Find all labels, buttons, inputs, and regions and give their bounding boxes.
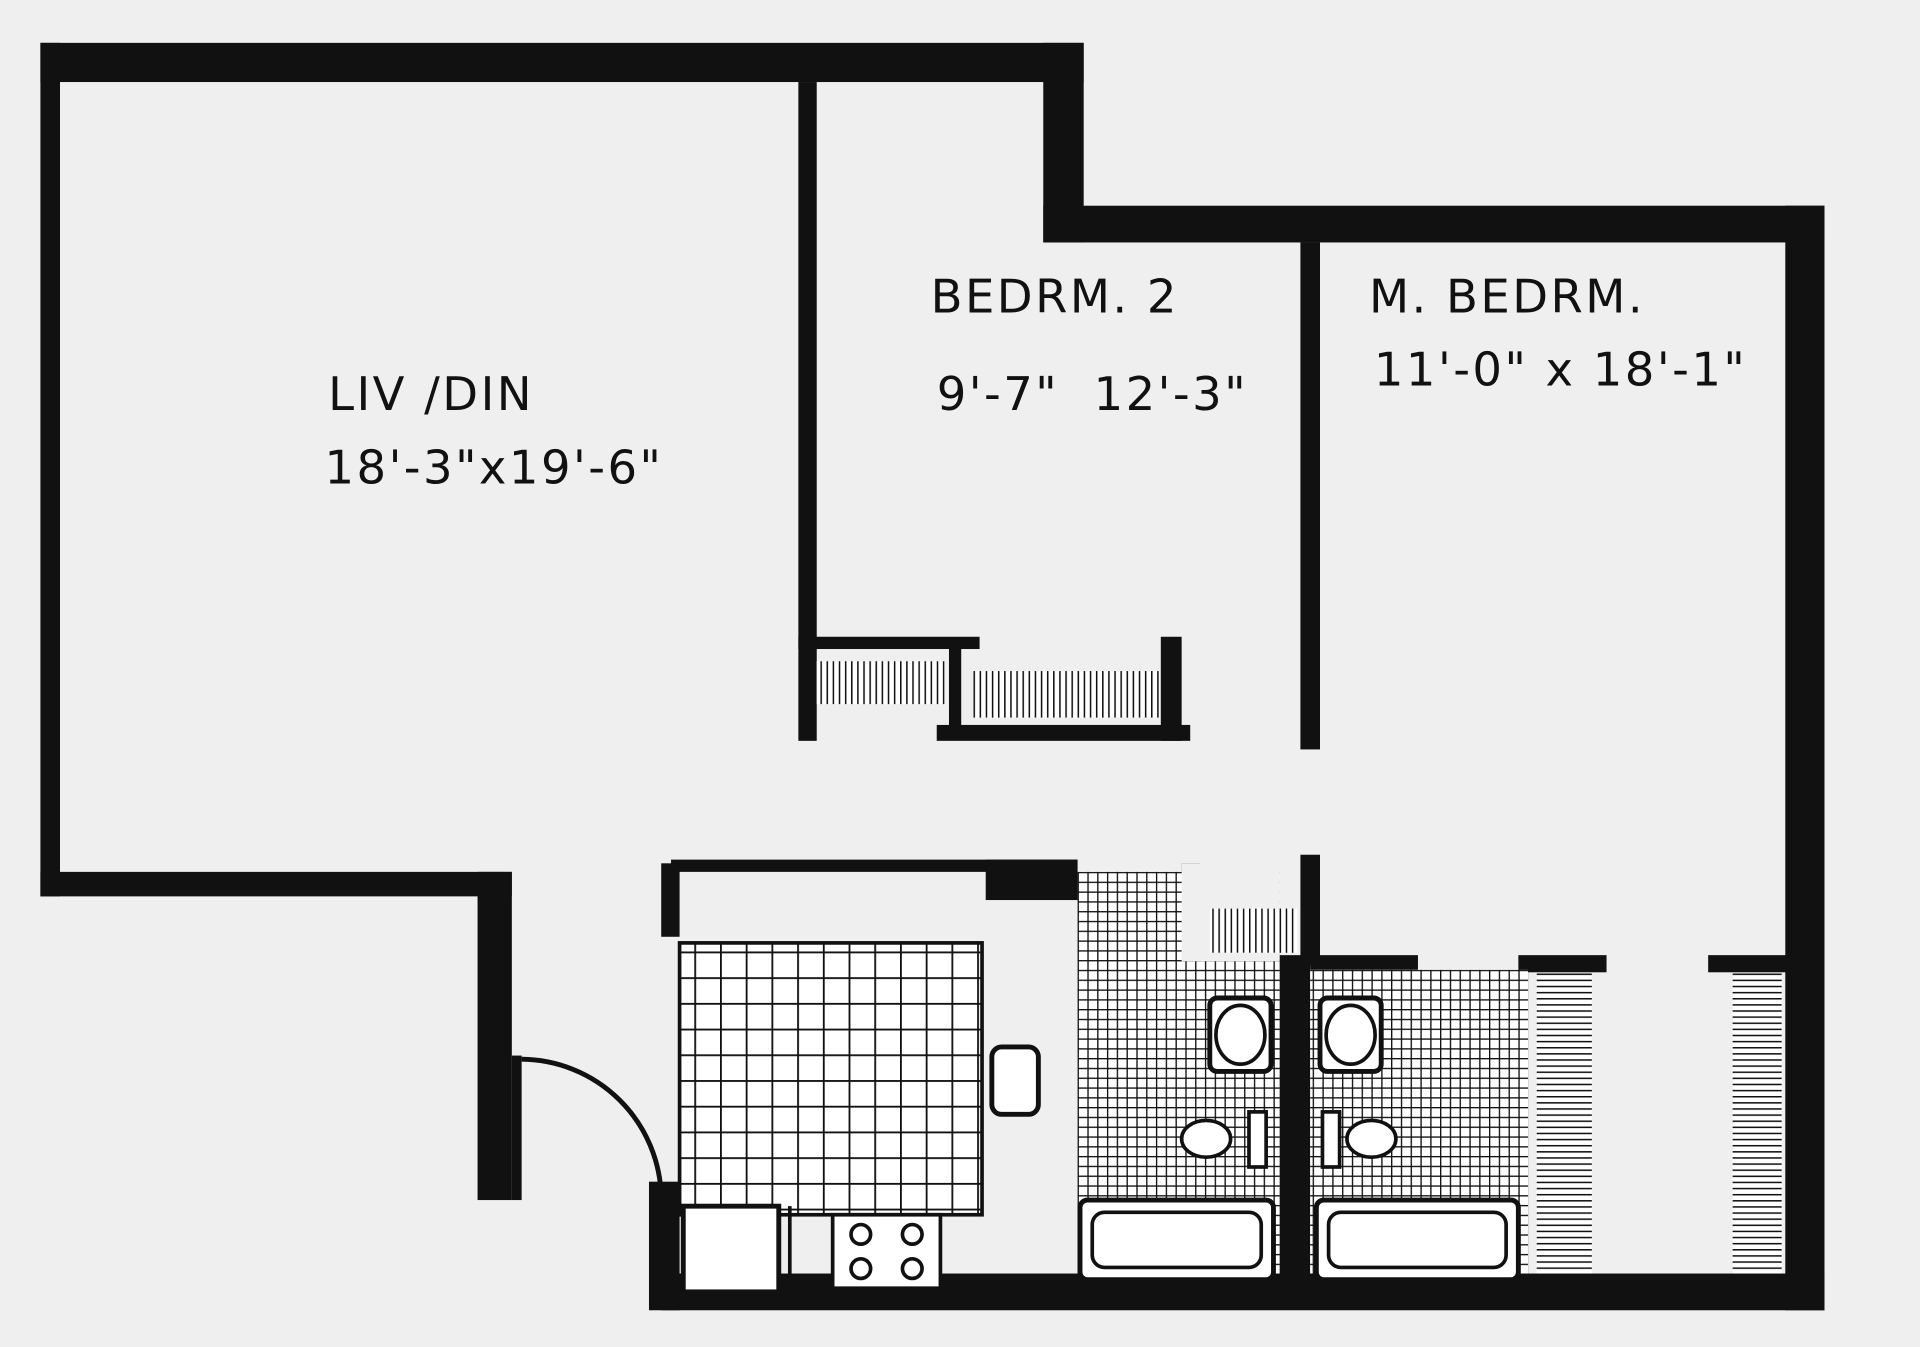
bedroom2-name: BEDRM. 2 [931, 269, 1179, 323]
bathroom-1 [1077, 863, 1298, 1283]
bathroom-2 [1310, 969, 1529, 1283]
master-bedroom-size: 11'-0" x 18'-1" [1374, 343, 1747, 397]
living-room-size: 18'-3"x19'-6" [324, 441, 663, 495]
bedroom2-size: 9'-7" 12'-3" [937, 367, 1248, 421]
kitchen [677, 941, 1041, 1295]
entry-door [511, 1055, 664, 1201]
room-labels: LIV /DIN 18'-3"x19'-6" BEDRM. 2 9'-7" 12… [324, 269, 1747, 495]
living-room-name: LIV /DIN [328, 367, 534, 421]
master-bedroom-name: M. BEDRM. [1369, 269, 1645, 323]
closets [816, 661, 1782, 1274]
